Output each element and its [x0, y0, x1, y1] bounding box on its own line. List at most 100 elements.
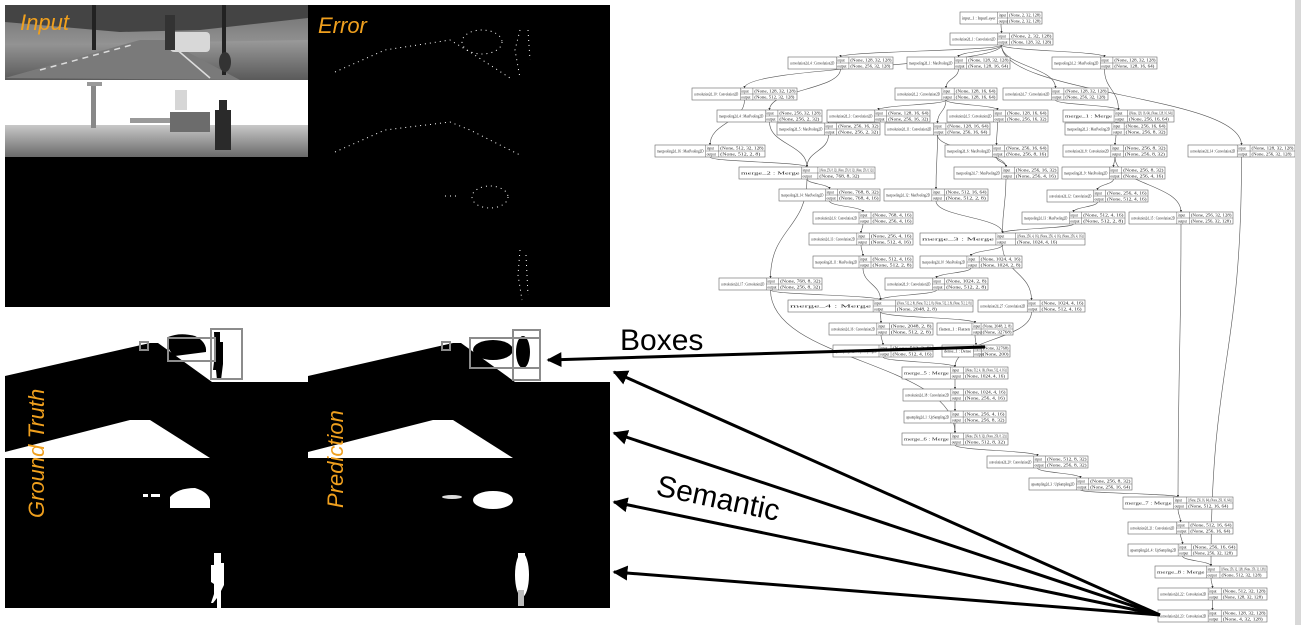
input-shape: [(None, 256, 8, 32), (None, 256, 8, 32),…: [819, 169, 873, 174]
layer-node: convolution2d_17 : Convolution2Dinputout…: [718, 277, 823, 291]
input-panel: Input: [5, 5, 308, 307]
port-input-label: input: [952, 435, 959, 439]
port-output-label: output: [1110, 175, 1119, 179]
error-panel: Error: [308, 5, 610, 307]
layer-node: maxpooling2d_2 : MaxPooling2Dinputoutput…: [1051, 56, 1158, 70]
input-label: Input: [20, 10, 70, 35]
layer-node: convolution2d_4 : Convolution2Dinputoutp…: [787, 56, 894, 70]
output-shape: (None, 256, 16, 64): [1090, 486, 1131, 491]
port-input-label: input: [952, 413, 959, 417]
graph-edge: [1037, 467, 1082, 479]
output-shape: (None, 512, 4, 16): [1107, 198, 1148, 203]
port-input-label: input: [826, 191, 833, 195]
bounding-box: [139, 341, 149, 351]
graph-edge: [996, 156, 1008, 168]
output-shape: (None, 512, 4, 16): [893, 353, 933, 358]
output-shape: (None, 512, 8, 32): [965, 441, 1006, 446]
graph-edge: [1001, 44, 1243, 146]
input-shape: (None, 256, 16, 32): [1016, 169, 1058, 174]
input-shape: (None, 512, 16, 64): [946, 191, 988, 196]
output-shape: (None, 256, 16, 32): [1007, 118, 1048, 123]
gt-boxes: [139, 328, 243, 380]
port-output-label: output: [1177, 530, 1186, 534]
layer-name: upsampling2d_4 : UpSampling2D: [1130, 548, 1177, 552]
input-shape: (None, 256, 4, 16): [871, 235, 913, 240]
semantic-arrow-road: [612, 370, 1161, 617]
pred-sidewalk-mask: [308, 390, 610, 458]
port-output-label: output: [766, 118, 775, 122]
layer-node: convolution2d_7 : Convolution2Dinputoutp…: [1002, 87, 1109, 101]
input-shape: (None, 128, 16, 64): [947, 125, 989, 130]
layer-node: convolution2d_3 : Convolution2Dinputoutp…: [826, 109, 931, 123]
layer-node: maxpooling2d_1 : MaxPooling2Dinputoutput…: [906, 56, 1011, 70]
port-input-label: input: [1052, 90, 1059, 94]
layer-node: maxpooling2d_12 : MaxPooling2Dinputoutpu…: [883, 188, 989, 202]
graph-edge: [935, 200, 1004, 234]
input-shape: (None, 512, 32, 128): [720, 147, 764, 152]
layer-node: convolution2d_9 : Convolution2Dinputoutp…: [884, 277, 989, 291]
output-shape: (None, 2048, 2, 8): [897, 308, 938, 313]
graph-edge: [1001, 44, 1106, 58]
layer-name: maxpooling2d_13 : MaxPooling2D: [1024, 216, 1068, 220]
camera-image: [5, 5, 308, 80]
port-input-label: input: [933, 280, 940, 284]
output-shape: (None, 256, 16, 64): [1190, 530, 1231, 535]
port-output-label: output: [1209, 596, 1218, 600]
layer-name: maxpooling2d_12 : MaxPooling2D: [886, 193, 930, 197]
port-output-label: output: [874, 308, 883, 312]
layer-node: maxpooling2d_4 : MaxPooling2Dinputoutput…: [716, 109, 823, 123]
port-input-label: input: [875, 112, 882, 116]
output-shape: (None, 256, 16, 64): [947, 131, 988, 136]
output-shape: (None, 128, 32, 128): [1011, 41, 1052, 46]
input-shape: (None, 1024, 4, 16): [965, 391, 1007, 396]
semantic-callout: Semantic: [654, 470, 783, 528]
graph-edge: [1182, 555, 1213, 567]
layer-name: maxpooling2d_16 : MaxPooling2D: [657, 149, 704, 153]
port-input-label: input: [1003, 169, 1010, 173]
port-output-label: output: [974, 353, 983, 357]
layer-name: convolution2d_21 : Convolution2D: [1130, 526, 1175, 530]
input-shape: (None, 128, 32, 128): [850, 59, 892, 64]
graph-edge: [1210, 577, 1214, 589]
graph-edge: [768, 68, 841, 111]
port-output-label: output: [1179, 552, 1188, 556]
page-edge: [1295, 0, 1301, 625]
port-output-label: output: [1034, 464, 1043, 468]
port-output-label: output: [858, 241, 867, 245]
layer-name: convolution2d_20 : Convolution2D: [989, 460, 1032, 464]
layer-name: maxpooling2d_11 : MaxPooling2D: [815, 260, 857, 264]
graph-edge: [839, 44, 1002, 58]
port-output-label: output: [952, 441, 961, 445]
output-shape: (None, 128, 16, 64): [1114, 65, 1155, 70]
output-shape: (None, 200): [983, 353, 1010, 358]
port-input-label: input: [1034, 458, 1041, 462]
port-input-label: input: [968, 258, 975, 262]
port-output-label: output: [1113, 131, 1122, 135]
layer-name: maxpooling2d_10 : MaxPooling2D: [922, 260, 965, 264]
port-output-label: output: [943, 96, 952, 100]
layer-name: merge_1 : Merge: [1065, 114, 1113, 118]
output-shape: (None, 256, 4, 16): [1123, 175, 1164, 180]
input-shape: (None, 256, 32, 128): [779, 112, 821, 117]
input-shape: (None, 2048, 2, 8): [983, 325, 1013, 330]
input-shape: (None, 128, 32, 128): [754, 90, 796, 95]
port-output-label: output: [826, 197, 835, 201]
graph-edge: [879, 311, 883, 324]
input-shape: (None, 128, 32, 128): [968, 59, 1009, 64]
input-shape: [(None, 256, 32, 128), (None, 256, 32, 1…: [1221, 568, 1265, 573]
port-output-label: output: [934, 131, 943, 135]
input-shape: (None, 512, 16, 64): [1190, 524, 1232, 529]
port-output-label: output: [1028, 308, 1037, 312]
input-shape: (None, 512, 8, 32): [1047, 458, 1088, 463]
boxes-callout: Boxes: [620, 324, 703, 357]
graph-edge: [1180, 533, 1184, 545]
layer-name: convolution2d_10 : Convolution2D: [694, 92, 739, 96]
layer-name: upsampling2d_3 : UpSampling2D: [1031, 482, 1075, 486]
port-input-label: input: [1175, 499, 1182, 503]
layer-name: convolution2d_18 : Convolution2D: [905, 393, 949, 397]
